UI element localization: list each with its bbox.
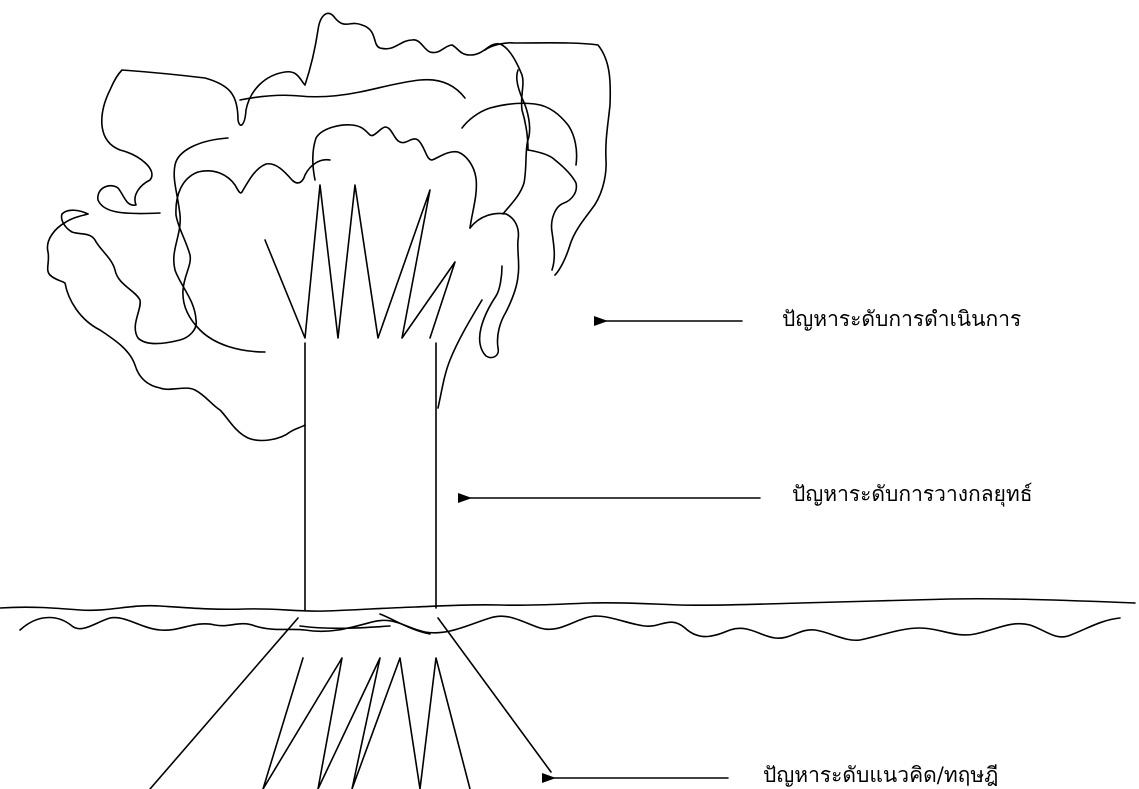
ground-line [0,599,1135,641]
tree-roots [150,618,551,789]
tree-trunk [305,343,436,610]
label-conceptual-level: ปัญหาระดับแนวคิด/ทฤษฎี [763,765,998,786]
tree-canopy [47,13,610,440]
canopy-fan-spikes [265,185,455,338]
arrows [470,321,760,778]
label-operational-level: ปัญหาระดับการดำเนินการ [782,309,1021,330]
label-strategic-level: ปัญหาระดับการวางกลยุทธ์ [792,484,1033,505]
